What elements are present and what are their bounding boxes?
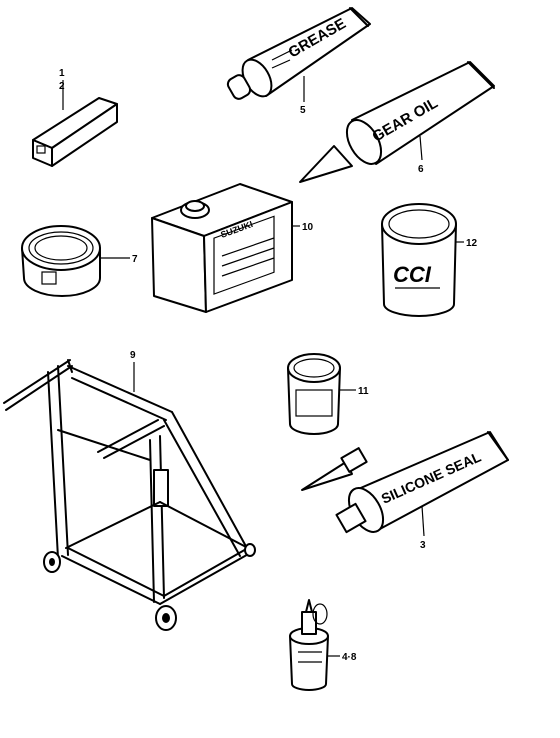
callout-12: 12 <box>466 238 478 249</box>
part-small-bottle <box>289 599 340 691</box>
part-grease-tube: GREASE <box>226 7 371 102</box>
callout-6: 6 <box>418 164 424 175</box>
callout-7: 7 <box>132 254 138 265</box>
part-engine-stand <box>3 359 256 631</box>
part-cci-can: CCI <box>381 203 464 317</box>
callout-4-8: 4·8 <box>342 652 357 663</box>
part-gear-oil-tube: GEAR OIL <box>299 61 495 183</box>
callout-5: 5 <box>300 105 306 116</box>
callout-10: 10 <box>302 222 314 233</box>
part-grease-tin <box>21 225 130 297</box>
part-silicone-tube: SILICONE SEAL <box>301 431 509 537</box>
cci-label: CCI <box>393 262 432 287</box>
callout-3: 3 <box>420 540 426 551</box>
callout-11: 11 <box>358 386 369 397</box>
callout-9: 9 <box>130 350 136 361</box>
part-small-can <box>287 353 356 435</box>
part-oil-can: SUZUKI <box>151 183 300 313</box>
callout-1: 1 <box>59 68 65 79</box>
callout-2: 2 <box>59 81 65 92</box>
part-bar <box>32 80 118 167</box>
